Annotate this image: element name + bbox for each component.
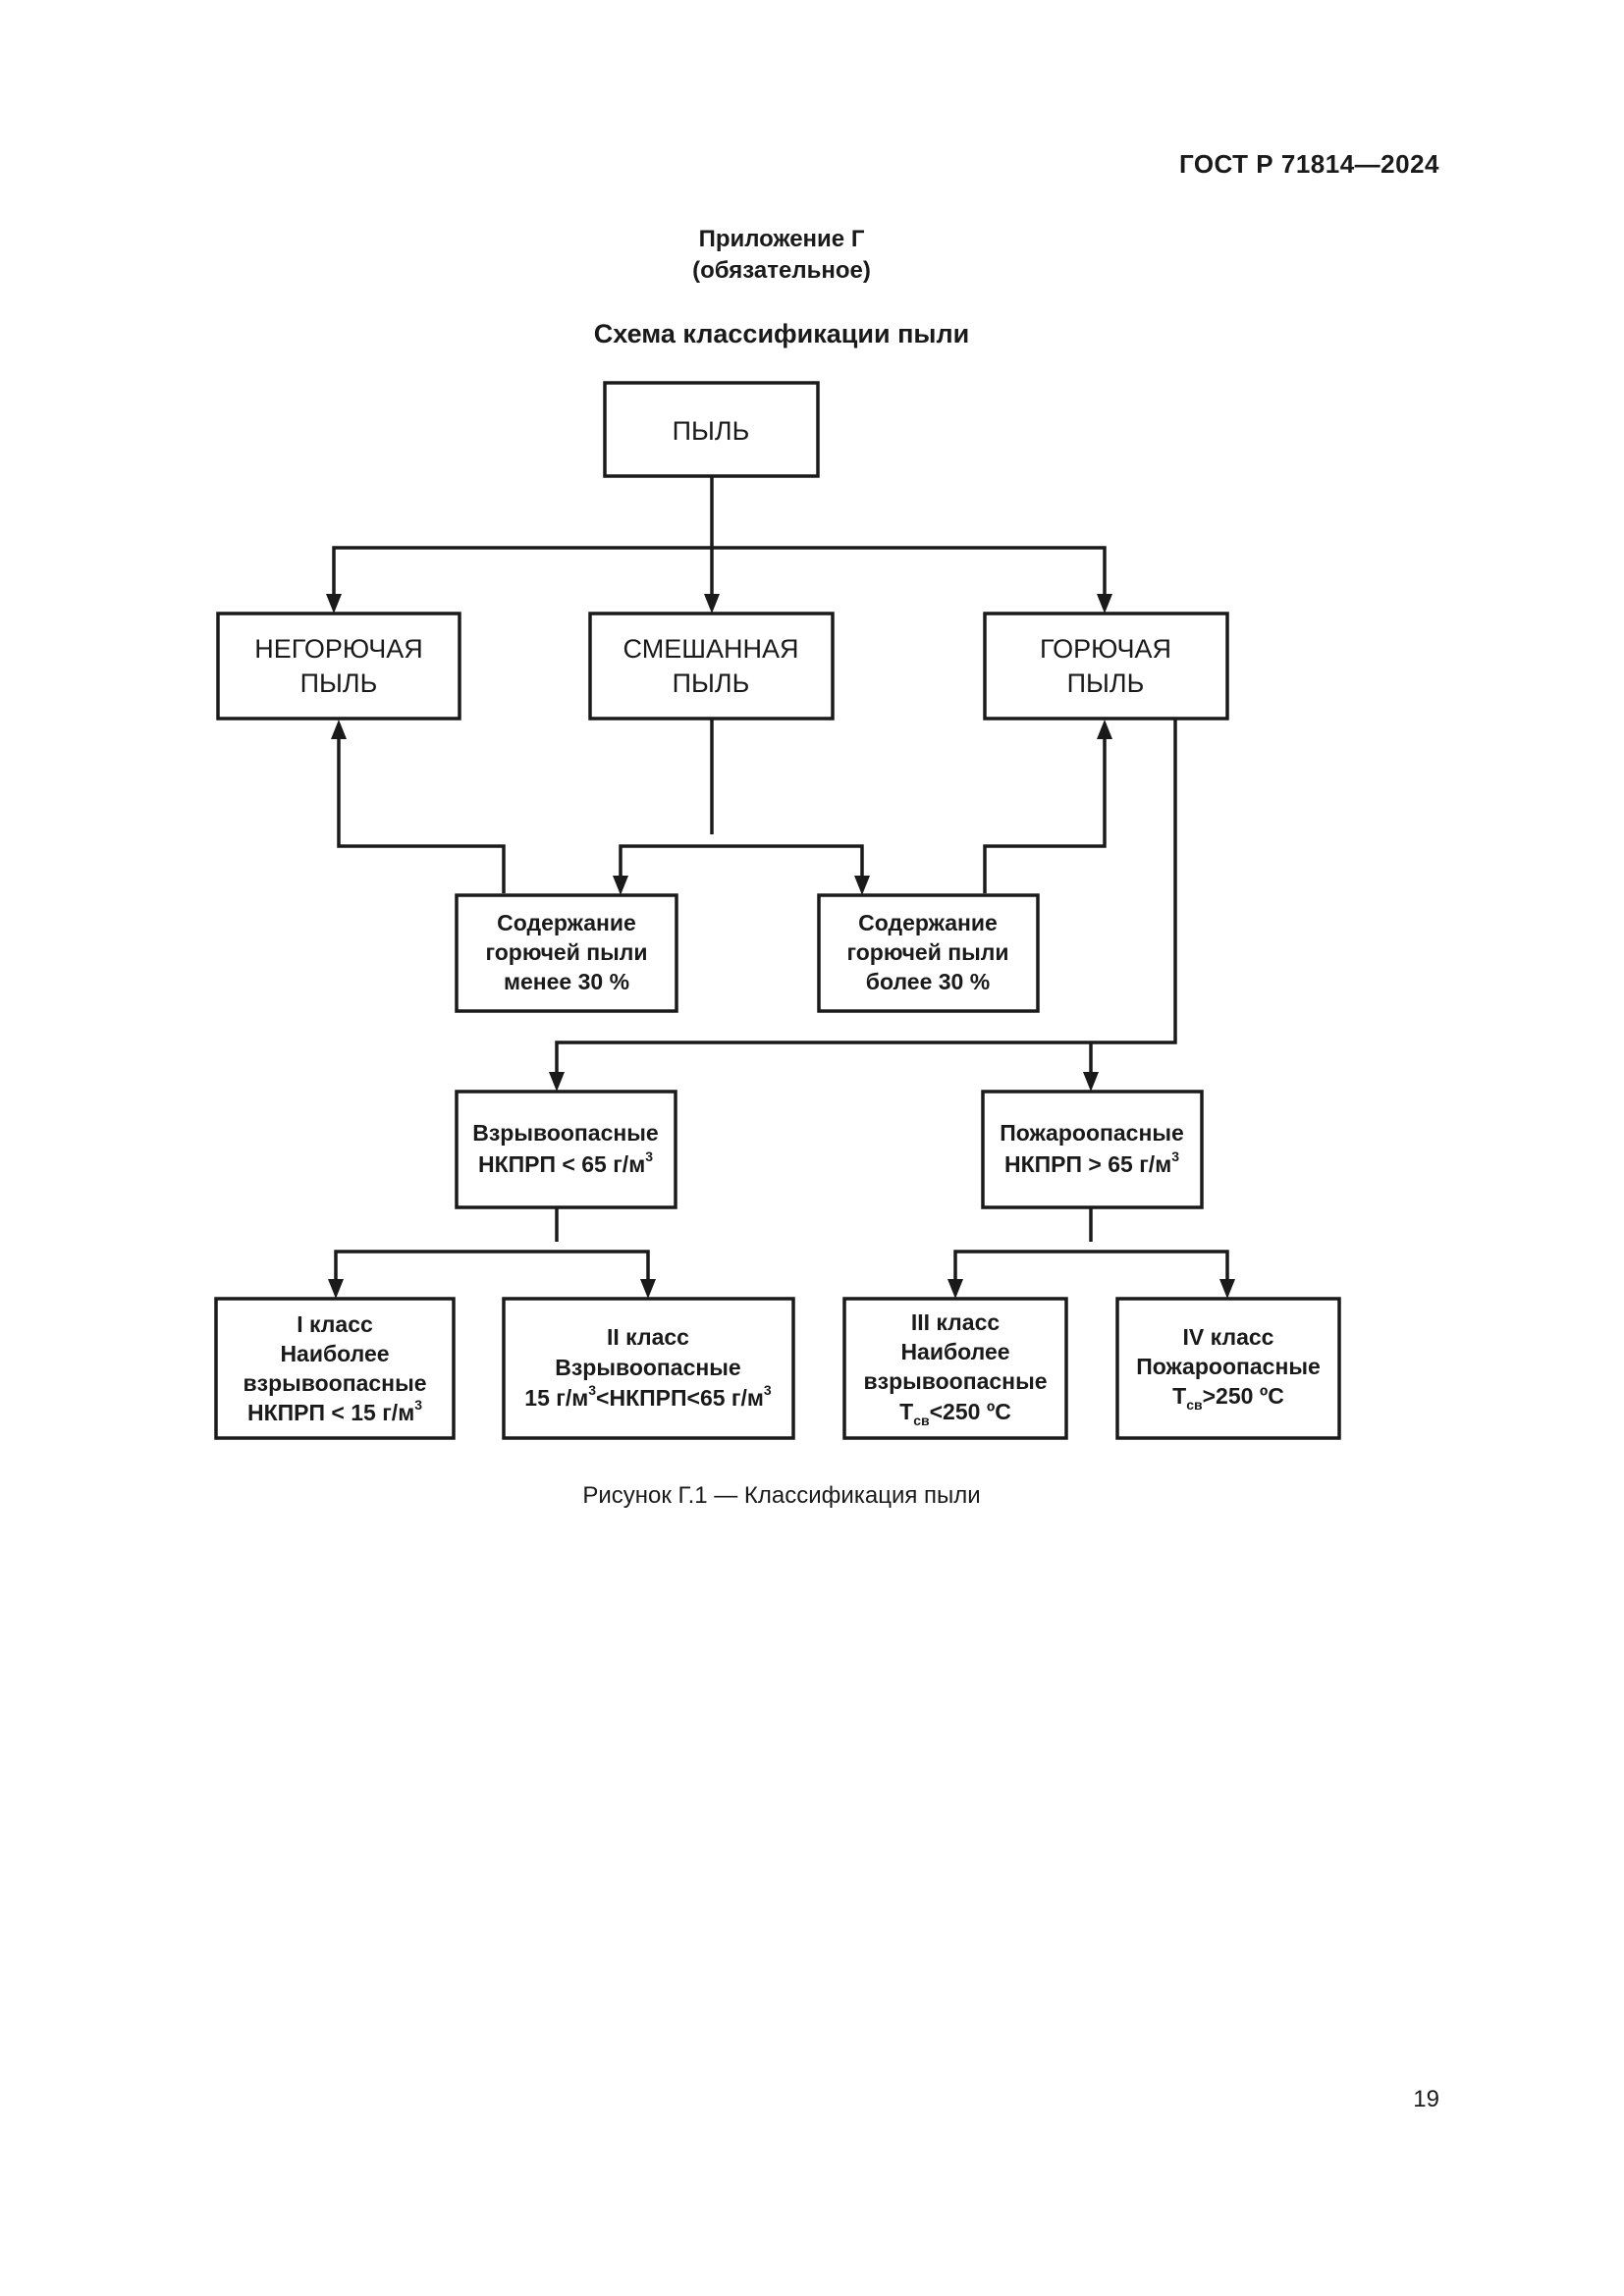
node-class4-line3-a: Т [1172,1383,1186,1409]
node-class2-line1: II класс [607,1324,689,1350]
document-header: ГОСТ Р 71814—2024 [1178,149,1439,179]
node-class3-line2: Наиболее [900,1339,1009,1364]
node-content-less-line3: менее 30 % [504,969,629,994]
node-class3-line1: III класс [911,1309,1001,1335]
connectors [332,476,1229,1286]
node-class3: III класс Наиболее взрывоопасные Тсв<250… [842,1297,1068,1440]
node-fire-line1: Пожароопасные [1000,1120,1184,1146]
appendix-status: (обязательное) [692,257,871,284]
node-class1-line4: НКПРП < 15 г/м3 [247,1397,422,1425]
arrow-to-content-more [854,876,870,895]
arrow-to-class2 [640,1279,656,1299]
node-fire-line2-main: НКПРП > 65 г/м [1004,1151,1171,1177]
arrow-to-mixed [704,594,720,614]
node-explosive-line2-main: НКПРП < 65 г/м [478,1151,645,1177]
node-fire-line2: НКПРП > 65 г/м3 [1004,1148,1179,1177]
node-class1-line4-main: НКПРП < 15 г/м [247,1400,414,1425]
node-combustible-line2: ПЫЛЬ [1067,668,1145,698]
node-class3-line4-sub: св [913,1413,930,1428]
node-noncombustible-line2: ПЫЛЬ [300,668,378,698]
node-class2-line2: Взрывоопасные [555,1355,740,1380]
page-number: 19 [1413,2086,1439,2112]
node-noncombustible: НЕГОРЮЧАЯ ПЫЛЬ [216,612,461,721]
connector-less-noncombustible [337,733,506,893]
node-content-more: Содержание горючей пыли более 30 % [817,893,1040,1013]
node-class2-line3-a: 15 г/м [524,1385,588,1411]
connector-root-sides [332,546,1107,601]
node-explosive-line2-sup: 3 [645,1148,653,1164]
node-fire: Пожароопасные НКПРП > 65 г/м3 [981,1090,1204,1209]
node-class3-line4-b: <250 ºС [930,1399,1011,1424]
node-mixed-line2: ПЫЛЬ [673,668,750,698]
connector-explosive-classes [334,1250,650,1286]
node-mixed: СМЕШАННАЯ ПЫЛЬ [588,612,835,721]
node-mixed-line1: СМЕШАННАЯ [623,634,799,664]
node-class4-line1: IV класс [1183,1324,1274,1350]
arrowheads [326,594,1235,1299]
node-class3-line3: взрывоопасные [864,1368,1048,1394]
arrow-to-noncombustible [326,594,342,614]
node-class4-line2: Пожароопасные [1136,1354,1321,1379]
node-class1-line3: взрывоопасные [244,1370,427,1396]
node-class2-line3-b: <НКПРП<65 г/м [596,1385,764,1411]
node-fire-line2-sup: 3 [1171,1148,1179,1164]
node-class2-line3: 15 г/м3<НКПРП<65 г/м3 [524,1382,772,1411]
arrow-to-class4 [1219,1279,1235,1299]
node-content-more-line2: горючей пыли [846,939,1008,965]
connector-more-combustible [983,733,1107,893]
node-content-more-line1: Содержание [858,910,998,935]
node-class2-line3-sup1: 3 [588,1382,596,1398]
connector-fire-classes [953,1250,1229,1286]
node-explosive-line2: НКПРП < 65 г/м3 [478,1148,653,1177]
node-content-less-line1: Содержание [497,910,636,935]
node-class1: I класс Наиболее взрывоопасные НКПРП < 1… [214,1297,456,1440]
node-content-more-line3: более 30 % [866,969,990,994]
arrow-up-combustible [1097,720,1112,739]
node-noncombustible-line1: НЕГОРЮЧАЯ [254,634,423,664]
node-class2: II класс Взрывоопасные 15 г/м3<НКПРП<65 … [502,1297,795,1440]
node-combustible: ГОРЮЧАЯ ПЫЛЬ [983,612,1229,721]
appendix-title: Приложение Г [698,226,865,252]
connector-content-split [619,844,864,883]
node-class4-line3-b: >250 ºС [1203,1383,1284,1409]
node-class4-line3: Тсв>250 ºС [1172,1383,1284,1413]
arrow-to-fire [1083,1072,1099,1092]
node-class2-line3-sup2: 3 [764,1382,772,1398]
arrow-to-class1 [328,1279,344,1299]
arrow-to-content-less [613,876,628,895]
node-content-less-line2: горючей пыли [485,939,647,965]
arrow-up-noncombustible [331,720,347,739]
scheme-title: Схема классификации пыли [593,319,970,348]
arrow-to-combustible [1097,594,1112,614]
figure-caption: Рисунок Г.1 — Классификация пыли [582,1482,981,1509]
node-class1-line4-sup: 3 [414,1397,422,1413]
node-class3-line4: Тсв<250 ºС [899,1399,1011,1428]
node-explosive: Взрывоопасные НКПРП < 65 г/м3 [455,1090,677,1209]
node-dust: ПЫЛЬ [603,381,820,478]
node-class3-line4-a: Т [899,1399,913,1424]
node-class1-line1: I класс [297,1311,373,1337]
node-explosive-line1: Взрывоопасные [472,1120,658,1146]
connector-combustible-explosive [555,719,1177,1080]
arrow-to-explosive [549,1072,565,1092]
node-class4-line3-sub: св [1186,1397,1203,1413]
node-class4: IV класс Пожароопасные Тсв>250 ºС [1115,1297,1341,1440]
node-combustible-line1: ГОРЮЧАЯ [1040,634,1171,664]
node-dust-label: ПЫЛЬ [673,416,750,446]
arrow-to-class3 [947,1279,963,1299]
node-class1-line2: Наиболее [280,1341,389,1366]
node-content-less: Содержание горючей пыли менее 30 % [455,893,678,1013]
